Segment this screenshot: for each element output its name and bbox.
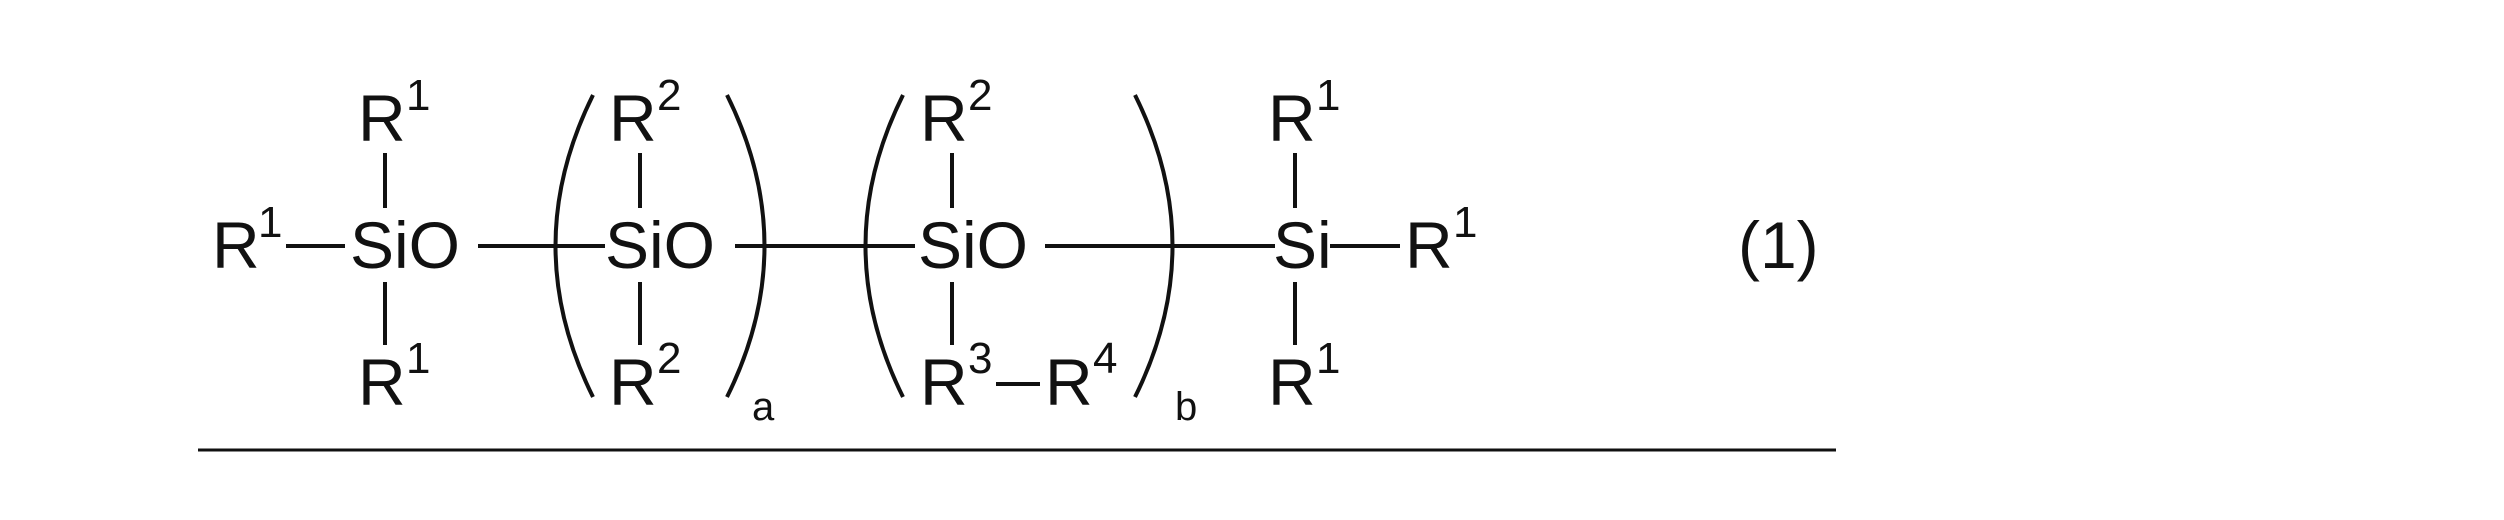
r1-bottom-right-sup: 1 (1316, 334, 1340, 383)
sio-b: SiO (918, 208, 1028, 282)
subscript-b: b (1175, 385, 1197, 429)
r1-top-right: R (1268, 81, 1316, 155)
r1-top-right-sup: 1 (1316, 71, 1340, 120)
terminal-unit-right: R 1 Si R 1 R 1 (1268, 71, 1477, 419)
r2-bottom-a-sup: 2 (657, 334, 681, 383)
terminal-unit-left: R 1 R 1 SiO R 1 (212, 71, 527, 419)
si-right: Si (1273, 208, 1332, 282)
r4-bottom-b: R (1045, 345, 1093, 419)
r2-top-a: R (609, 81, 657, 155)
r1-right: R (1405, 208, 1453, 282)
r3-bottom-b: R (920, 345, 968, 419)
r2-top-b: R (920, 81, 968, 155)
r2-bottom-a: R (609, 345, 657, 419)
sio-left: SiO (350, 208, 460, 282)
repeat-unit-b: R 2 SiO R 3 R 4 b (775, 71, 1275, 429)
formula-number-label: (1) (1738, 208, 1819, 282)
r1-bottom-right: R (1268, 345, 1316, 419)
r1-left: R (212, 208, 260, 282)
r1-bottom-left-sup: 1 (406, 334, 430, 383)
subscript-a: a (752, 385, 775, 429)
r3-bottom-b-sup: 3 (968, 334, 992, 383)
repeat-unit-a: R 2 SiO R 2 a (527, 71, 775, 429)
r1-right-sup: 1 (1453, 198, 1477, 247)
r4-bottom-b-sup: 4 (1093, 334, 1117, 383)
r1-top-left: R (358, 81, 406, 155)
r1-top-left-sup: 1 (406, 71, 430, 120)
sio-a: SiO (605, 208, 715, 282)
r2-top-a-sup: 2 (657, 71, 681, 120)
r1-left-sup: 1 (258, 198, 282, 247)
r1-bottom-left: R (358, 345, 406, 419)
r2-top-b-sup: 2 (968, 71, 992, 120)
